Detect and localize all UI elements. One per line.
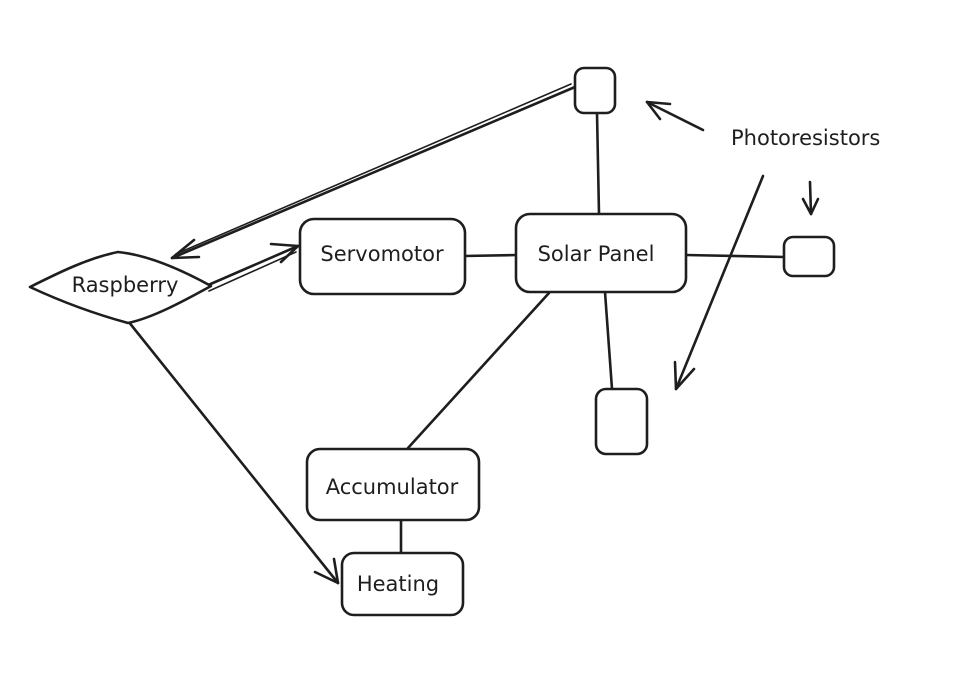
edge-raspberry-to-heating	[126, 319, 340, 585]
connectors	[126, 83, 820, 585]
callout-arrow-to-right-photoresistor	[808, 180, 813, 216]
edge-solar-panel-to-accumulator-shadow	[411, 296, 546, 445]
edge-solar-panel-to-photoresistor-top	[595, 111, 601, 216]
edge-solar-panel-to-photoresistor-bottom	[603, 290, 614, 391]
photoresistor-top	[573, 66, 617, 115]
servomotor-box	[298, 217, 467, 296]
servomotor-label: Servomotor	[320, 242, 444, 266]
callout-arrow-to-bottom-photoresistor	[674, 174, 765, 391]
edge-photoresistor-to-raspberry-shadow	[175, 83, 572, 255]
callout-arrowhead-top	[645, 100, 672, 121]
accumulator-label: Accumulator	[326, 475, 459, 499]
callout-arrow-to-top-photoresistor	[645, 100, 705, 132]
accumulator-box	[305, 447, 481, 522]
node-accumulator: Accumulator	[305, 447, 481, 522]
callout-arrowhead-right	[801, 197, 820, 216]
photoresistors-callout-label: Photoresistors	[731, 126, 880, 150]
raspberry-label: Raspberry	[72, 273, 179, 297]
callout-arrowhead-bottom	[673, 360, 696, 391]
edge-photoresistor-to-raspberry	[170, 85, 577, 260]
heating-box	[340, 551, 465, 617]
heating-label: Heating	[357, 572, 439, 596]
arrowhead-heating	[313, 557, 340, 585]
photoresistor-right	[782, 235, 836, 278]
node-raspberry: Raspberry	[28, 250, 213, 325]
edge-raspberry-to-servomotor	[204, 244, 300, 288]
edge-servomotor-to-solar-panel	[462, 253, 519, 258]
solar-panel-box	[514, 212, 688, 294]
node-heating: Heating	[340, 551, 465, 617]
solar-panel-label: Solar Panel	[538, 242, 655, 266]
node-servomotor: Servomotor	[298, 217, 467, 296]
node-solar-panel: Solar Panel	[514, 212, 688, 294]
arrowhead-servomotor	[269, 242, 300, 264]
edge-solar-panel-to-photoresistor-right	[684, 253, 787, 259]
photoresistor-bottom	[594, 387, 649, 456]
raspberry-diamond	[28, 250, 213, 325]
edge-raspberry-to-servomotor-shadow	[208, 251, 297, 292]
arrowhead-raspberry	[170, 238, 201, 260]
